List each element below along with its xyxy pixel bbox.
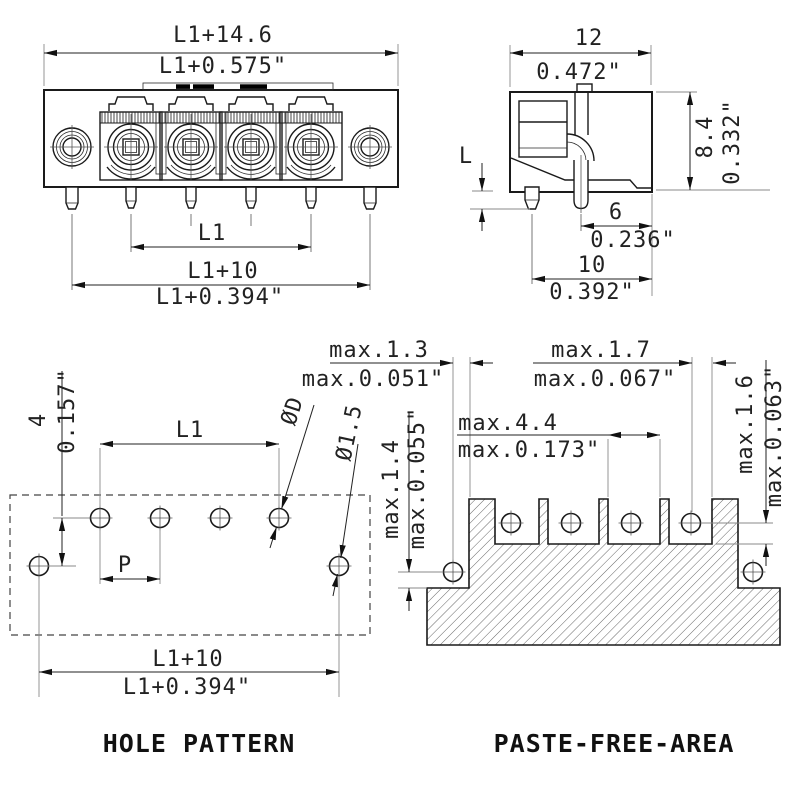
paste-free-dimensions: max.1.3 max.0.051" max.1.7 max.0.067" ma… — [302, 338, 787, 611]
dim-front-outer-in: L1+0.394" — [156, 285, 284, 310]
paste-free-area-view: max.1.3 max.0.051" max.1.7 max.0.067" ma… — [302, 338, 787, 758]
terminal-module — [159, 111, 223, 181]
dim-side-edge-mm: 6 — [609, 200, 623, 225]
dim-pf-notchd-in: max.0.063" — [762, 365, 787, 507]
dim-side-height-in: 0.332" — [720, 99, 745, 184]
dim-hp-dia-signal: ØD — [277, 394, 310, 429]
dim-side-depth-in: 0.472" — [536, 60, 621, 85]
dim-hp-outer-mm: L1+10 — [152, 647, 223, 672]
dim-pf-flange-in: max.0.055" — [405, 407, 430, 549]
hole-pattern-caption: HOLE PATTERN — [103, 729, 296, 758]
terminal-modules — [99, 111, 343, 181]
dim-side-rowspan-mm: 10 — [578, 253, 607, 278]
dim-pf-right-mm: max.1.7 — [551, 338, 651, 363]
solder-pins-side — [524, 155, 589, 213]
side-view: 12 0.472" 8.4 0.332" L 6 0.236" 10 0.392… — [459, 26, 770, 305]
dim-hp-dia-flange: Ø1.5 — [331, 402, 367, 463]
dim-pf-left-mm: max.1.3 — [329, 338, 429, 363]
dim-front-width-in: L1+0.575" — [159, 54, 287, 79]
front-dimensions: L1+14.6 L1+0.575" L1 L1+10 L1+0.394" — [43, 23, 399, 310]
dim-hp-outer-in: L1+0.394" — [123, 675, 251, 700]
front-view: L1+14.6 L1+0.575" L1 L1+10 L1+0.394" — [43, 23, 399, 310]
dim-side-edge-in: 0.236" — [590, 228, 675, 253]
terminal-module — [99, 111, 163, 181]
hole-pattern-dimensions: 4 0.157" L1 ØD Ø1.5 P L1+10 L1+0.394" — [26, 368, 368, 700]
dim-front-l1: L1 — [198, 221, 227, 246]
mounting-flange-left — [49, 124, 95, 170]
side-dimensions: 12 0.472" 8.4 0.332" L 6 0.236" 10 0.392… — [459, 26, 770, 305]
hole-pattern-view: 4 0.157" L1 ØD Ø1.5 P L1+10 L1+0.394" HO… — [9, 368, 371, 758]
dim-pf-notchw-in: max.0.173" — [458, 438, 600, 463]
side-internal-detail — [510, 83, 652, 189]
dim-hp-offset-mm: 4 — [26, 413, 51, 427]
paste-free-area-caption: PASTE-FREE-AREA — [494, 729, 735, 758]
solder-pins-front — [65, 186, 377, 210]
mounting-flange-right — [347, 124, 393, 170]
dim-pf-right-in: max.0.067" — [534, 367, 676, 392]
dim-pf-notchd-mm: max.1.6 — [733, 374, 758, 474]
dim-front-width-mm: L1+14.6 — [173, 23, 273, 48]
terminal-module — [279, 111, 343, 181]
paste-free-region — [426, 498, 781, 646]
dim-side-height-mm: 8.4 — [693, 116, 718, 159]
dim-side-rowspan-in: 0.392" — [549, 280, 634, 305]
dim-pf-notchw-mm: max.4.4 — [458, 411, 558, 436]
dim-hp-offset-in: 0.157" — [55, 368, 80, 453]
solder-bar — [142, 82, 334, 91]
dim-pf-flange-mm: max.1.4 — [379, 439, 404, 539]
dim-front-outer-mm: L1+10 — [187, 259, 258, 284]
contact-tabs — [108, 96, 334, 112]
terminal-module — [219, 111, 283, 181]
dim-hp-pitch: P — [118, 553, 132, 578]
dim-side-depth-mm: 12 — [575, 26, 604, 51]
dim-hp-l1: L1 — [176, 418, 205, 443]
drill-holes — [25, 504, 353, 580]
dim-pf-left-in: max.0.051" — [302, 367, 444, 392]
dim-side-pin-length: L — [459, 144, 473, 169]
pcb-outline-dashed — [9, 494, 371, 636]
connector-body-front — [43, 89, 399, 188]
